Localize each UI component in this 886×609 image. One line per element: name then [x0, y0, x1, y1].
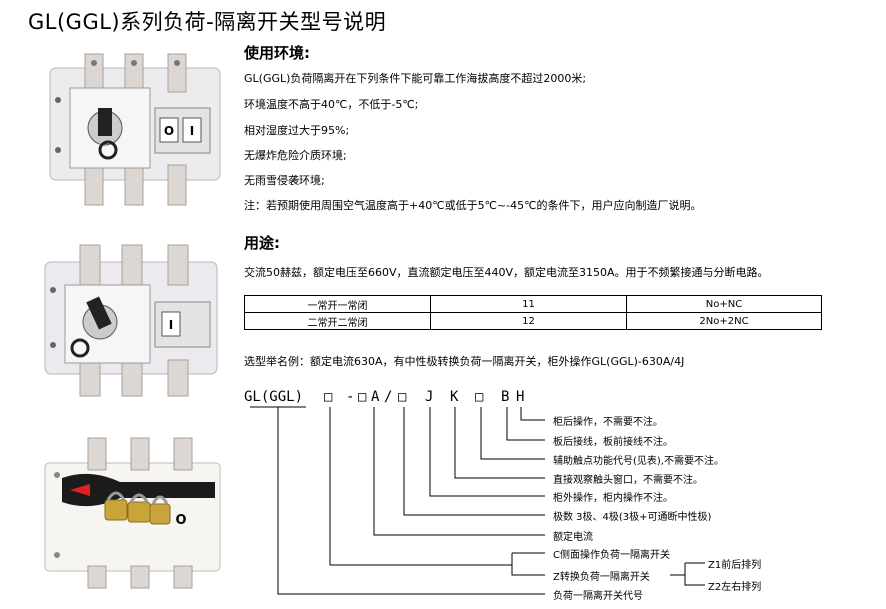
code-token: /: [384, 389, 393, 405]
switch3-label-o: O: [175, 513, 186, 528]
usage-text: 交流50赫兹，额定电压至660V，直流额定电压至440V，额定电流至3150A。…: [244, 266, 769, 279]
env-line-3: 相对湿度过大于95%;: [244, 124, 350, 137]
page-title: GL(GGL)系列负荷-隔离开关型号说明: [28, 10, 387, 34]
code-token: -: [346, 389, 355, 405]
code-token: □: [475, 389, 484, 405]
exp-rear-operation: 柜后操作，不需要不注。: [553, 417, 663, 428]
table-row: 二常开二常闭 12 2No+2NC: [244, 312, 822, 330]
env-line-4: 无爆炸危险介质环境;: [244, 149, 347, 162]
env-line-1: GL(GGL)负荷隔离开在下列条件下能可靠工作海拔高度不超过2000米;: [244, 72, 587, 85]
arrangement-z1: Z1前后排列: [708, 560, 762, 571]
table-cell: 二常开二常闭: [244, 312, 431, 330]
usage-heading: 用途:: [244, 234, 280, 252]
exp-code-prefix: 负荷一隔离开关代号: [553, 591, 643, 602]
exp-transfer-switch: Z转换负荷一隔离开关: [553, 572, 650, 583]
code-token: □: [358, 389, 367, 405]
switch-photo-1: O I: [49, 53, 221, 206]
code-token: K: [450, 389, 459, 405]
exp-observation-window: 直接观察触头窗口，不需要不注。: [553, 475, 703, 486]
exp-rated-current: 额定电流: [553, 532, 593, 543]
contact-table: 一常开一常闭 11 No+NC 二常开二常闭 12 2No+2NC: [244, 295, 822, 330]
switch2-label-i: I: [169, 318, 173, 332]
exp-outside-operation: 柜外操作，柜内操作不注。: [553, 493, 673, 504]
switch1-label-o: O: [164, 124, 174, 138]
table-cell: 2No+2NC: [626, 312, 822, 330]
selection-example: 选型举名例：额定电流630A，有中性极转换负荷一隔离开关，柜外操作GL(GGL)…: [244, 355, 685, 368]
code-token: □: [324, 389, 333, 405]
env-line-2: 环境温度不高于40℃，不低于-5℃;: [244, 98, 419, 111]
table-row: 一常开一常闭 11 No+NC: [244, 295, 822, 313]
code-token: □: [398, 389, 407, 405]
code-token: J: [425, 389, 434, 405]
switch-photo-3: O: [44, 437, 221, 589]
exp-rear-wiring: 板后接线，板前接线不注。: [553, 437, 673, 448]
code-token: A: [371, 389, 380, 405]
exp-poles: 极数 3极、4极(3极+可通断中性极): [553, 512, 712, 523]
environment-heading: 使用环境:: [244, 44, 310, 62]
code-token: B: [501, 389, 510, 405]
exp-aux-contact: 辅助触点功能代号(见表),不需要不注。: [553, 456, 724, 467]
switch1-label-i: I: [190, 124, 194, 138]
exp-side-operation: C侧面操作负荷一隔离开关: [553, 550, 670, 561]
switch-photo-2: I: [44, 244, 218, 397]
model-prefix: GL(GGL): [244, 389, 304, 405]
code-token: H: [516, 389, 525, 405]
env-line-5: 无雨雪侵袭环境;: [244, 174, 325, 187]
arrangement-z2: Z2左右排列: [708, 582, 762, 593]
env-note: 注：若预期使用周围空气温度高于+40℃或低于5℃~-45℃的条件下，用户应向制造…: [244, 199, 702, 212]
